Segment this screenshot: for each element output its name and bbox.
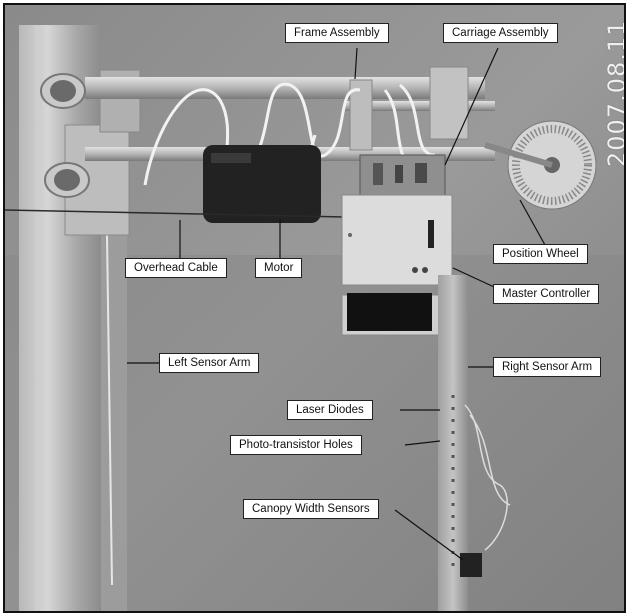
label-laser-diodes: Laser Diodes bbox=[287, 400, 373, 420]
position-wheel-shape bbox=[484, 120, 597, 210]
label-carriage-assembly: Carriage Assembly bbox=[443, 23, 558, 43]
label-canopy-width-sensors: Canopy Width Sensors bbox=[243, 499, 379, 519]
master-controller-shape bbox=[341, 194, 453, 286]
overhead-cable-line bbox=[5, 209, 346, 218]
label-frame-assembly: Frame Assembly bbox=[285, 23, 389, 43]
carriage-shape bbox=[359, 154, 446, 196]
label-photo-transistor-holes: Photo-transistor Holes bbox=[230, 435, 362, 455]
pointer-lines bbox=[127, 47, 546, 561]
label-overhead-cable: Overhead Cable bbox=[125, 258, 227, 278]
left-sensor-arm-shape bbox=[19, 25, 127, 611]
frame-block-mid bbox=[349, 79, 373, 151]
tube-ends bbox=[40, 73, 90, 198]
photo-frame: 2007.08.11 Frame Assembly Carriage Assem… bbox=[3, 3, 626, 613]
sensor-wires bbox=[464, 404, 511, 551]
canopy-sensor-block bbox=[460, 553, 482, 577]
label-position-wheel: Position Wheel bbox=[493, 244, 588, 264]
label-motor: Motor bbox=[255, 258, 303, 278]
label-master-controller: Master Controller bbox=[493, 284, 600, 304]
motor-shape bbox=[203, 145, 321, 223]
date-stamp: 2007.08.11 bbox=[603, 19, 626, 167]
battery-shape bbox=[341, 293, 443, 336]
label-left-sensor-arm: Left Sensor Arm bbox=[159, 353, 260, 373]
apparatus-photo bbox=[5, 5, 624, 611]
label-right-sensor-arm: Right Sensor Arm bbox=[493, 357, 602, 377]
